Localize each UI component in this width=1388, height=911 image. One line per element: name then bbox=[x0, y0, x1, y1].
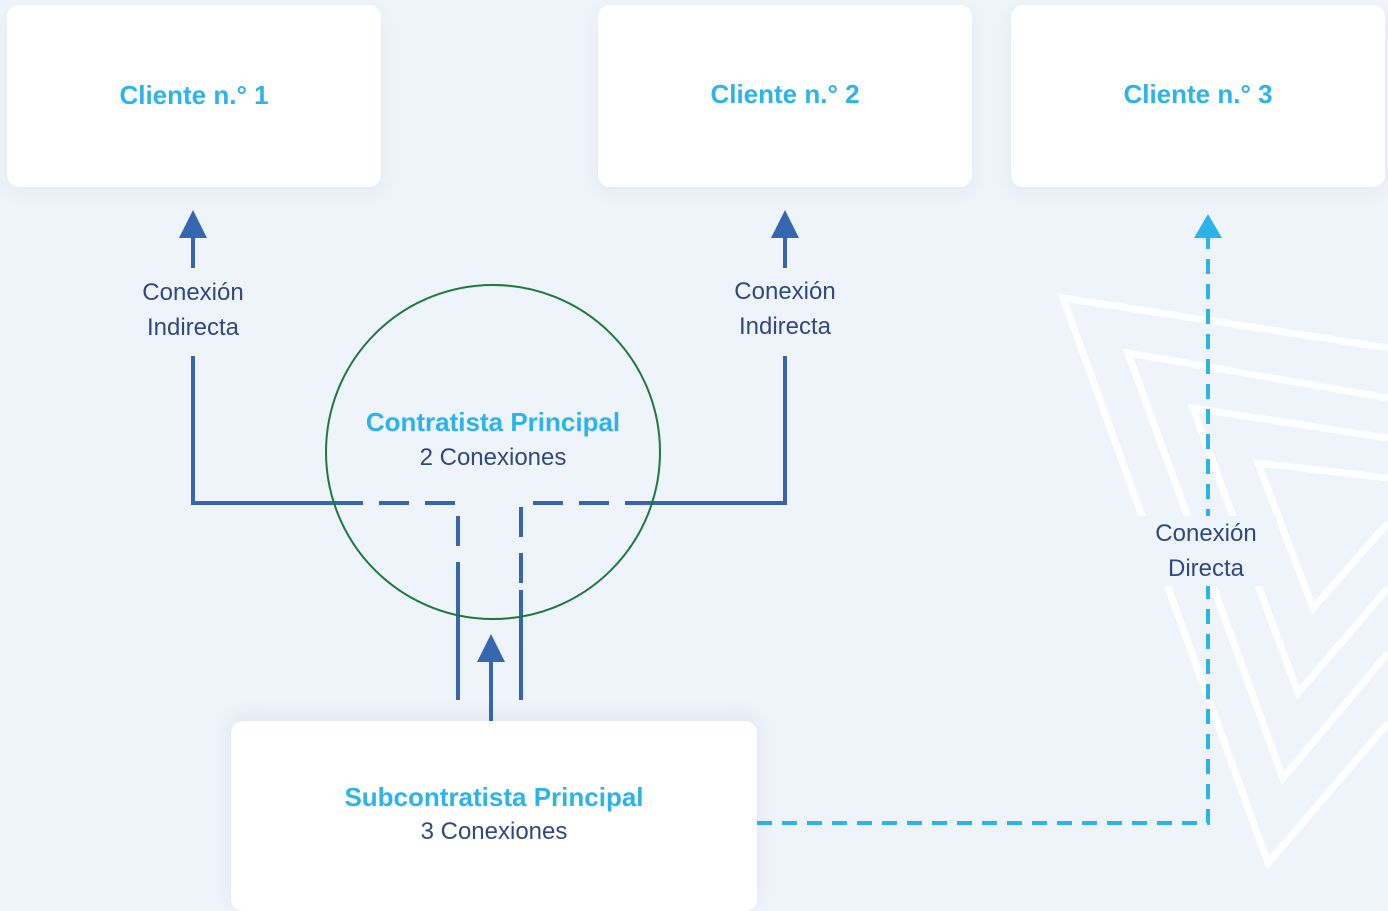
dashed-line-right bbox=[519, 501, 655, 590]
client-card-1: Cliente n.° 1 bbox=[7, 5, 381, 187]
client-card-2: Cliente n.° 2 bbox=[598, 5, 972, 187]
client-title: Cliente n.° 3 bbox=[1123, 79, 1273, 109]
label-line-1: Conexión bbox=[1155, 520, 1257, 547]
contractor-connections: 2 Conexiones bbox=[419, 444, 567, 471]
label-line-1: Conexión bbox=[734, 278, 836, 305]
contractor-title: Contratista Principal bbox=[365, 407, 621, 437]
client-card-3: Cliente n.° 3 bbox=[1011, 5, 1385, 187]
indirect-line-left bbox=[191, 356, 333, 505]
arrowhead-left bbox=[179, 210, 207, 238]
client-title: Cliente n.° 1 bbox=[119, 80, 269, 110]
direct-label: Conexión Directa bbox=[1135, 516, 1277, 586]
label-line-2: Directa bbox=[1167, 555, 1245, 582]
contractor-circle bbox=[325, 284, 661, 620]
label-line-2: Indirecta bbox=[146, 314, 240, 341]
indirect-label-right: Conexión Indirecta bbox=[705, 274, 865, 344]
contractor-node: Contratista Principal 2 Conexiones bbox=[333, 407, 653, 477]
subcontractor-card: Subcontratista Principal 3 Conexiones bbox=[231, 721, 757, 911]
label-line-1: Conexión bbox=[142, 279, 244, 306]
direct-connection bbox=[757, 236, 1210, 825]
arrowhead-center bbox=[477, 634, 505, 662]
arrowhead-direct bbox=[1194, 214, 1222, 238]
subcontractor-connections: 3 Conexiones bbox=[420, 818, 568, 845]
indirect-line-right bbox=[655, 356, 787, 505]
indirect-connections bbox=[191, 232, 787, 721]
subcontractor-title: Subcontratista Principal bbox=[344, 782, 644, 812]
indirect-label-left: Conexión Indirecta bbox=[113, 275, 273, 345]
client-title: Cliente n.° 2 bbox=[710, 79, 860, 109]
indirect-arrowheads bbox=[179, 210, 799, 662]
dashed-line-left bbox=[333, 501, 460, 590]
arrowhead-right bbox=[771, 210, 799, 238]
label-line-2: Indirecta bbox=[738, 313, 832, 340]
